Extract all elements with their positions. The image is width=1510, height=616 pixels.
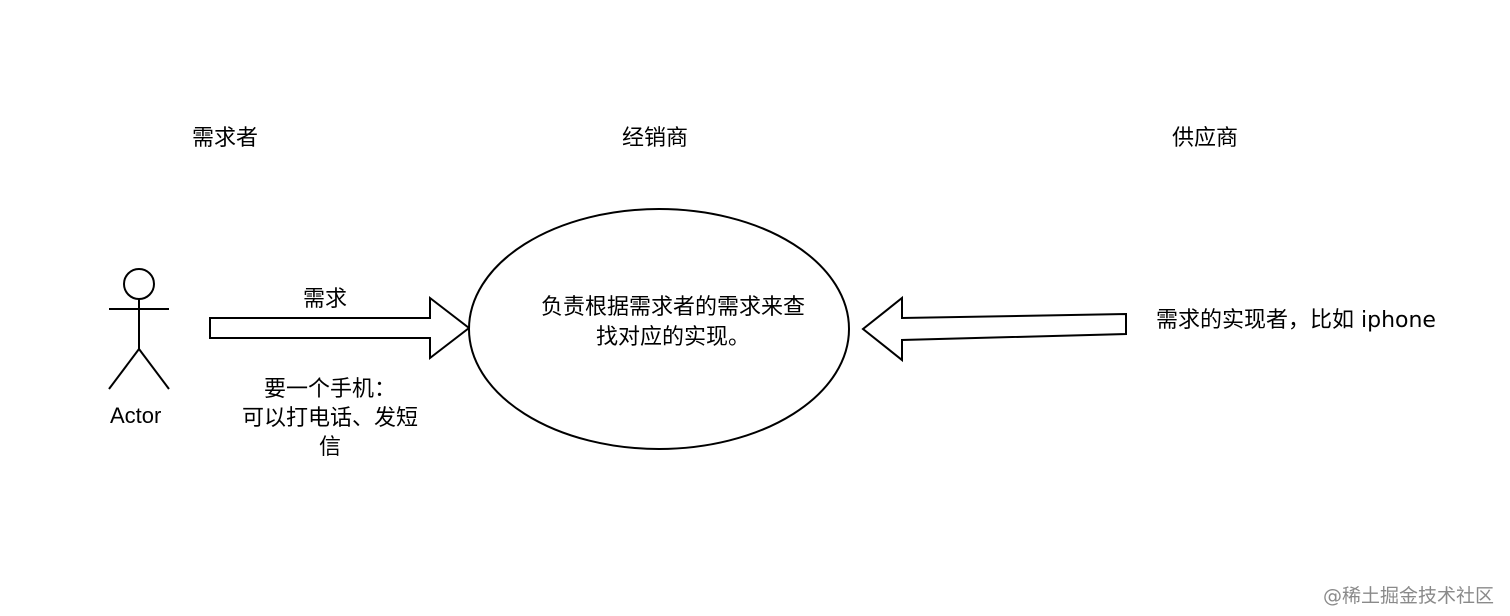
column-title-dealer: 经销商 [622, 126, 689, 151]
actor-left-leg [108, 348, 140, 390]
dealer-description: 负责根据需求者的需求来查 找对应的实现。 [518, 293, 828, 353]
actor-label: Actor [110, 403, 162, 428]
actor-figure [108, 268, 170, 390]
demand-note: 要一个手机： 可以打电话、发短 信 [220, 375, 440, 462]
demand-note-line-1: 要一个手机： [263, 377, 396, 402]
dealer-ellipse [468, 208, 850, 450]
demand-note-line-2: 可以打电话、发短 [241, 406, 418, 431]
dealer-description-line-2: 找对应的实现。 [595, 325, 750, 350]
watermark: @稀土掘金技术社区 [1322, 585, 1494, 607]
actor-head [123, 268, 155, 300]
demand-arrow [209, 295, 471, 361]
dealer-description-line-1: 负责根据需求者的需求来查 [540, 295, 805, 320]
supply-arrow [861, 295, 1127, 363]
actor-right-leg [138, 348, 170, 390]
demand-arrow-label: 需求 [303, 287, 348, 312]
column-title-supplier: 供应商 [1172, 126, 1239, 151]
supplier-description: 需求的实现者，比如 iphone [1156, 308, 1436, 333]
column-title-demander: 需求者 [192, 126, 259, 151]
demand-note-line-3: 信 [318, 435, 341, 460]
